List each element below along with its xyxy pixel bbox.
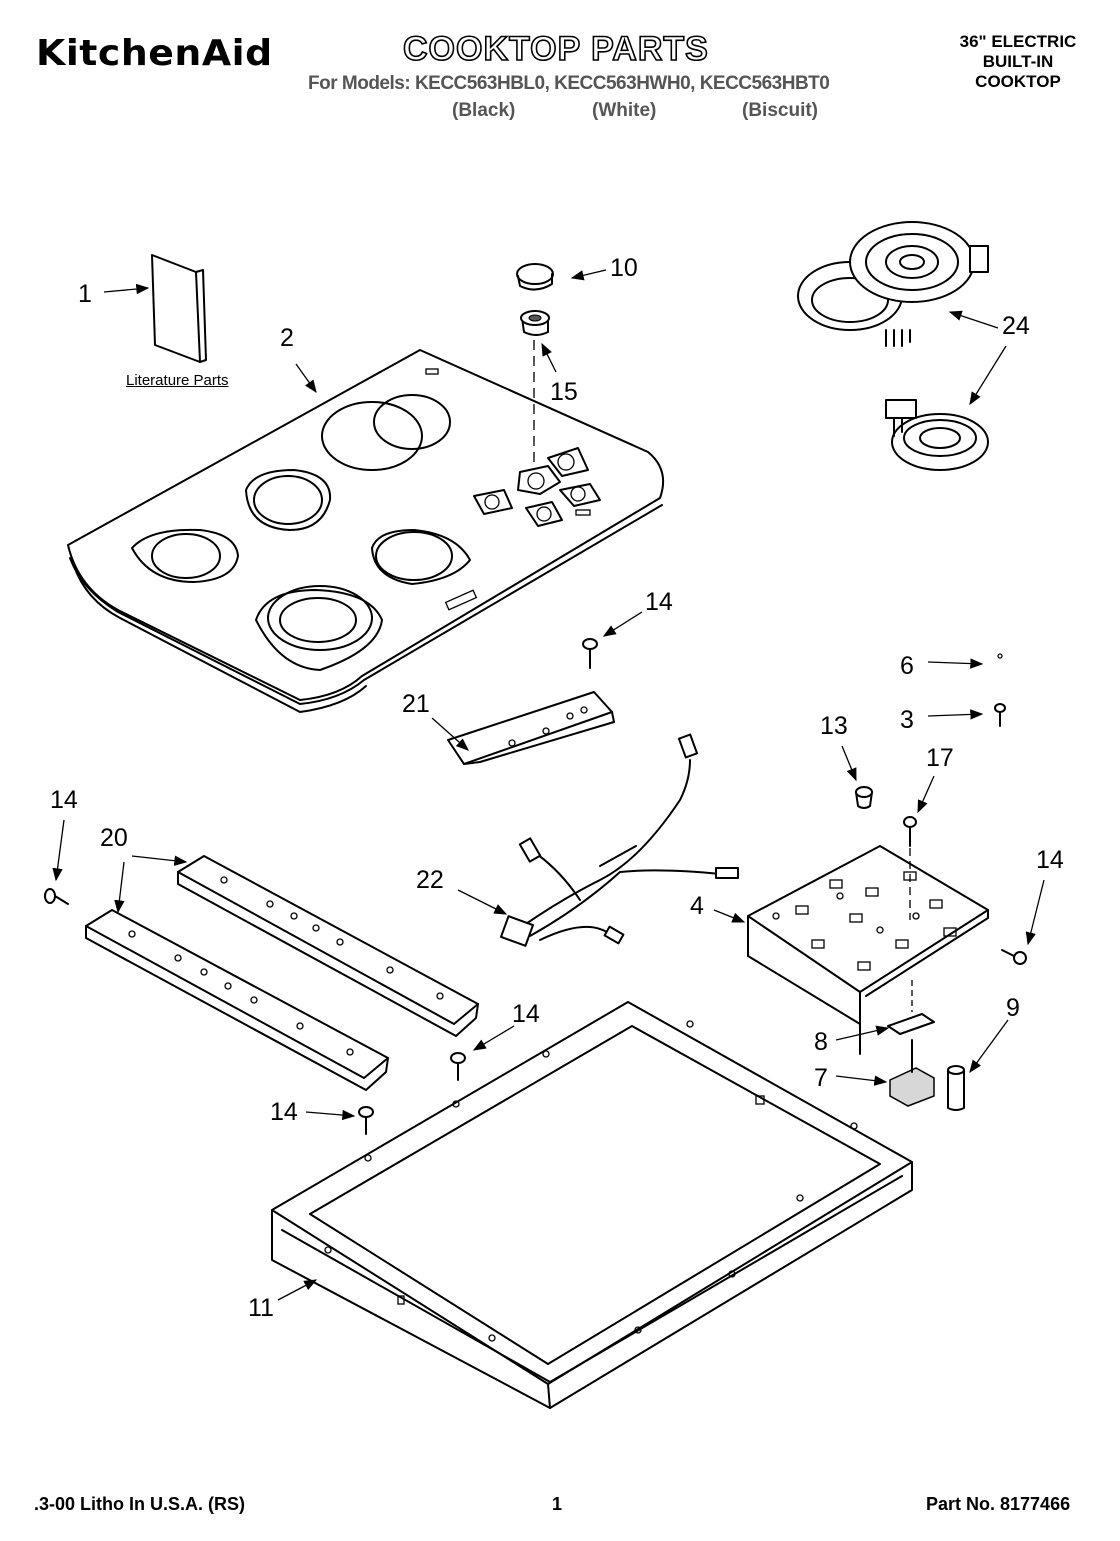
wiring-harness: [500, 733, 739, 947]
variant-white: (White): [592, 100, 657, 121]
screw-low: [358, 1106, 374, 1135]
callout-8: 8: [814, 1028, 828, 1056]
callout-21: 21: [402, 690, 430, 718]
callout-7: 7: [814, 1064, 828, 1092]
screw-17: [903, 816, 917, 847]
plug-button: [855, 786, 873, 809]
callout-3: 3: [900, 706, 914, 734]
footer-print-info: .3-00 Litho In U.S.A. (RS): [34, 1494, 246, 1514]
washer-6: [997, 653, 1003, 659]
page-title: COOKTOP PARTS: [402, 29, 709, 69]
callout-14: 14: [270, 1098, 298, 1126]
footer-part-number: Part No. 8177466: [926, 1494, 1071, 1514]
callout-9: 9: [1006, 994, 1020, 1022]
literature-booklet: [151, 254, 207, 363]
callout-10: 10: [610, 254, 638, 282]
callout-4: 4: [690, 892, 704, 920]
callout-14: 14: [512, 1000, 540, 1028]
callout-2: 2: [280, 324, 294, 352]
kitchenaid-logo: KitchenAid: [36, 33, 273, 74]
callout-20: 20: [100, 824, 128, 852]
switch-block: [889, 1039, 935, 1107]
mounting-plate: [887, 1013, 935, 1035]
front-bracket: [447, 691, 615, 765]
screw-3: [994, 703, 1006, 727]
side-rail-rear: [177, 855, 479, 1037]
callout-17: 17: [926, 744, 954, 772]
literature-parts-label: Literature Parts: [126, 372, 229, 389]
surface-element-dual: [797, 221, 989, 347]
screw-mid: [450, 1052, 466, 1081]
control-knob: [516, 263, 554, 291]
knob-insert: [520, 310, 550, 336]
variant-black: (Black): [452, 100, 516, 121]
product-type-label: 36" ELECTRIC BUILT-IN COOKTOP: [948, 32, 1088, 92]
cooktop-glass-top: [67, 349, 664, 713]
product-type-line: 36" ELECTRIC: [959, 32, 1077, 51]
callout-6: 6: [900, 652, 914, 680]
fuse-cylinder: [947, 1065, 965, 1111]
callout-11: 11: [248, 1294, 274, 1322]
callout-15: 15: [550, 378, 578, 406]
models-line: For Models: KECC563HBL0, KECC563HWH0, KE…: [308, 73, 830, 94]
callout-14: 14: [50, 786, 78, 814]
callout-22: 22: [416, 866, 444, 894]
callout-arrows: [52, 269, 1045, 1301]
callout-14: 14: [645, 588, 673, 616]
callout-24: 24: [1002, 312, 1030, 340]
control-box: [747, 845, 989, 1055]
screw-left: [44, 888, 69, 905]
callout-13: 13: [820, 712, 848, 740]
side-rail-front: [85, 909, 389, 1091]
base-pan: [271, 1001, 913, 1409]
footer-page-number: 1: [552, 1494, 563, 1514]
product-type-line: BUILT-IN: [982, 52, 1054, 71]
screw-top: [582, 638, 598, 669]
callout-1: 1: [78, 280, 92, 308]
variant-biscuit: (Biscuit): [742, 100, 818, 121]
surface-element-single: [885, 399, 989, 471]
screw-right: [1001, 949, 1027, 965]
callout-14: 14: [1036, 846, 1064, 874]
product-type-line: COOKTOP: [975, 72, 1061, 91]
